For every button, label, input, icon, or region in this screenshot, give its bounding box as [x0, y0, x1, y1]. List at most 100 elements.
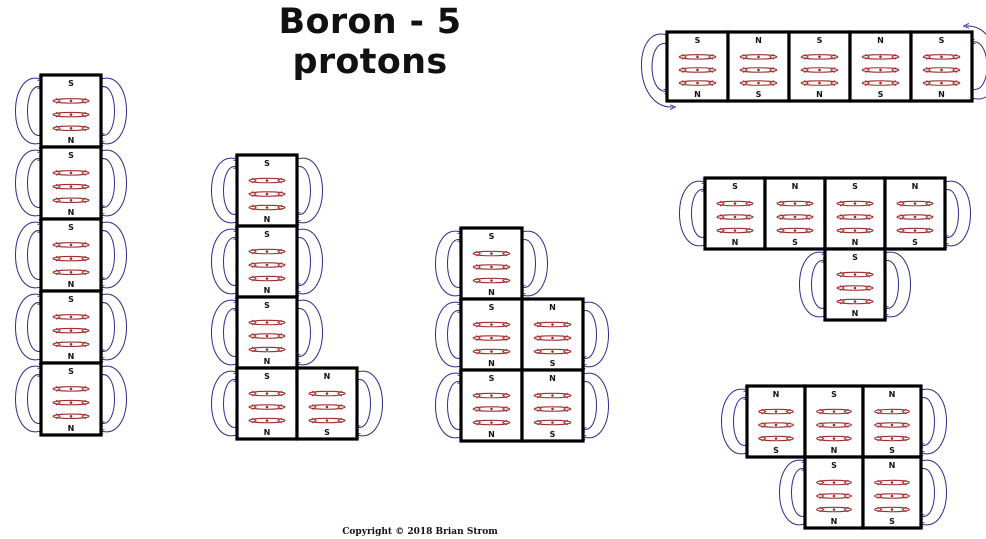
spin-ring	[739, 54, 778, 60]
spin-arrow-icon	[81, 327, 87, 334]
spin-arrow-icon	[55, 399, 61, 406]
pole-label-top: S	[489, 303, 495, 312]
spin-ring	[758, 422, 794, 428]
spin-center	[940, 81, 943, 85]
spin-arrow-icon	[745, 214, 751, 220]
spin-center	[69, 185, 73, 188]
spin-center	[832, 481, 836, 484]
spin-ring	[52, 183, 90, 190]
field-line	[522, 239, 536, 288]
field-line	[721, 389, 748, 455]
spin-arrow-icon	[805, 227, 811, 234]
spin-center	[853, 229, 857, 232]
field-line	[679, 181, 706, 247]
field-line	[15, 294, 42, 361]
spin-ring	[52, 111, 90, 118]
spin-arrow-icon	[81, 242, 87, 248]
spin-ring	[800, 54, 839, 60]
spin-ring	[52, 386, 90, 392]
spin-arrow-icon	[803, 67, 810, 73]
spin-ring	[472, 348, 511, 355]
field-line	[447, 382, 462, 430]
spin-arrow-icon	[55, 341, 61, 348]
spin-center	[793, 215, 797, 219]
spin-arrow-icon	[536, 321, 543, 328]
spin-arrow-icon	[562, 321, 569, 328]
spin-ring	[758, 408, 794, 415]
copyright-notice: Copyright © 2018 Brian Strom	[342, 527, 498, 537]
spin-arrow-icon	[785, 435, 791, 442]
proton-box	[295, 366, 359, 441]
spin-center	[490, 407, 493, 411]
spin-arrow-icon	[843, 435, 849, 442]
spin-ring	[776, 227, 814, 234]
spin-center	[774, 410, 778, 413]
spin-ring	[533, 348, 572, 355]
spin-center	[265, 321, 269, 324]
proton-cell: SN	[39, 73, 103, 149]
spin-ring	[52, 242, 90, 248]
spin-arrow-icon	[768, 67, 775, 73]
field-line	[435, 302, 462, 368]
spin-arrow-icon	[899, 214, 905, 220]
proton-cell: NS	[861, 455, 923, 530]
spin-ring	[248, 177, 286, 184]
spin-arrow-icon	[81, 269, 87, 276]
spin-ring	[816, 479, 852, 486]
spin-center	[69, 414, 73, 418]
spin-arrow-icon	[81, 255, 87, 262]
field-line	[297, 166, 311, 215]
proton-cell: SN	[235, 153, 299, 228]
proton-cell: SN	[459, 226, 524, 301]
spin-center	[490, 350, 493, 353]
spin-arrow-icon	[839, 285, 845, 291]
spin-ring	[52, 125, 90, 132]
proton-cell: SN	[235, 224, 299, 299]
spin-arrow-icon	[55, 183, 61, 190]
spin-center	[832, 423, 836, 427]
spin-center	[818, 81, 821, 85]
spin-center	[490, 265, 493, 269]
field-line	[945, 180, 971, 246]
spin-ring	[861, 54, 900, 60]
field-lines	[721, 389, 947, 525]
spin-arrow-icon	[81, 125, 87, 132]
spin-arrow-icon	[55, 413, 61, 420]
spin-center	[853, 273, 857, 276]
spin-center	[832, 508, 836, 511]
spin-center	[774, 423, 778, 427]
spin-arrow-icon	[55, 170, 61, 176]
pole-label-top: S	[852, 253, 858, 262]
spin-center	[696, 55, 699, 59]
spin-ring	[874, 479, 910, 486]
proton-cell: SN	[235, 295, 299, 370]
spin-center	[265, 348, 269, 351]
spin-arrow-icon	[81, 183, 87, 190]
field-line	[651, 43, 667, 92]
proton-cell: SN	[39, 145, 103, 221]
spin-center	[265, 392, 269, 395]
spin-ring	[716, 227, 754, 234]
spin-arrow-icon	[311, 404, 317, 410]
pole-label-bottom: N	[488, 359, 495, 368]
spin-arrow-icon	[475, 264, 482, 270]
spin-center	[325, 419, 329, 422]
field-line	[691, 190, 706, 238]
spin-ring	[776, 214, 814, 220]
spin-arrow-icon	[901, 408, 907, 415]
spin-arrow-icon	[901, 479, 907, 486]
pole-label-bottom: N	[264, 215, 271, 224]
field-line	[885, 251, 911, 317]
proton-box	[803, 455, 865, 530]
pole-label-bottom: N	[831, 446, 838, 455]
spin-arrow-icon	[475, 419, 482, 426]
spin-arrow-icon	[81, 413, 87, 420]
spin-ring	[874, 422, 910, 428]
field-line	[15, 150, 42, 217]
spin-arrow-icon	[761, 422, 767, 428]
spin-arrow-icon	[55, 98, 61, 104]
spin-arrow-icon	[501, 348, 508, 355]
field-line	[297, 157, 323, 223]
spin-ring	[533, 335, 572, 341]
proton-cell: SN	[459, 297, 524, 372]
